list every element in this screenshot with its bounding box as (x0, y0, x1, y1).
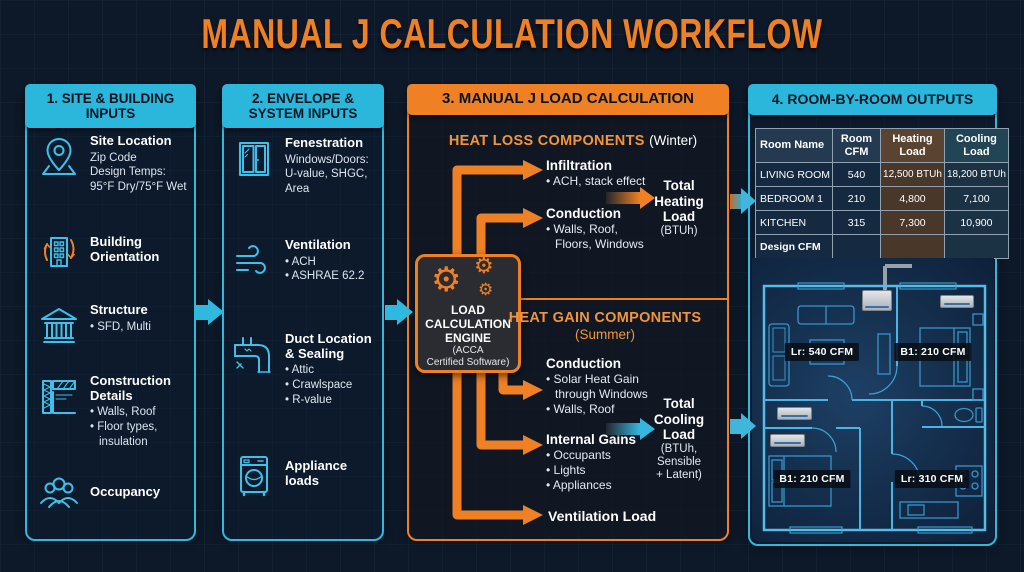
table-row: BEDROOM 1 210 4,800 7,100 (754, 186, 1009, 211)
heating-arrow-head (640, 187, 655, 209)
item-title: Structure (90, 302, 148, 317)
arrow-col1-col2-shaft (196, 305, 208, 320)
input-item-structure: Structure • SFD, Multi (36, 302, 192, 349)
construction-wall-section-icon (36, 374, 82, 420)
item-title: Duct Location & Sealing (285, 331, 372, 361)
table-row: LIVING ROOM 540 12,500 BTUh 18,200 BTUh (754, 162, 1009, 187)
input-item-duct-location: Duct Location & Sealing • Attic • Crawls… (231, 331, 381, 408)
table-row: KITCHEN 315 7,300 10,900 (754, 210, 1009, 235)
gears-icon: ⚙ ⚙ ⚙ (431, 253, 494, 299)
heat-gain-section-title: HEAT GAIN COMPONENTS (Summer) (508, 310, 702, 343)
conduction-winter-block: Conduction • Walls, Roof, Floors, Window… (546, 206, 644, 251)
room-cfm-label-bedroom-bottom: B1: 210 CFM (773, 470, 851, 488)
header-room-outputs: 4. ROOM-BY-ROOM OUTPUTS (748, 84, 997, 115)
item-title: Site Location (90, 133, 172, 148)
panel-envelope-system-inputs (222, 96, 384, 541)
arrow-col2-col3-head (397, 299, 413, 325)
page-title: MANUAL J CALCULATION WORKFLOW (201, 10, 823, 58)
conduction-summer-block: Conduction • Solar Heat Gain through Win… (546, 356, 648, 416)
cooling-arrow-head (640, 418, 655, 440)
internal-gains-block: Internal Gains • Occupants • Lights • Ap… (546, 432, 637, 492)
total-cooling-load: Total Cooling Load (BTUh, Sensible + Lat… (653, 396, 705, 481)
col-header-room-cfm: Room CFM (832, 128, 882, 163)
mini-split-unit-image (777, 407, 812, 420)
col-header-heating-load: Heating Load (880, 128, 945, 163)
mini-split-unit-image (770, 434, 805, 447)
room-outputs-table: Room Name Room CFM Heating Load Cooling … (754, 128, 1009, 259)
input-item-site-location: Site Location Zip Code Design Temps: 95°… (36, 133, 192, 195)
mini-split-unit-image (940, 295, 974, 308)
building-orientation-icon (36, 228, 82, 274)
heating-arrow-shaft (606, 192, 640, 204)
load-calculation-engine: ⚙ ⚙ ⚙ LOAD CALCULATION ENGINE (ACCA Cert… (415, 254, 521, 373)
cooling-arrow-shaft (606, 423, 640, 435)
room-cfm-label-living-bottom: Lr: 310 CFM (894, 470, 970, 488)
item-title: Building Orientation (90, 234, 160, 264)
room-cfm-label-living: Lr: 540 CFM (784, 343, 860, 361)
input-item-fenestration: Fenestration Windows/Doors: U-value, SHG… (231, 135, 381, 197)
header-load-calculation: 3. MANUAL J LOAD CALCULATION (407, 84, 729, 115)
col-header-room-name: Room Name (754, 128, 834, 163)
input-item-ventilation: Ventilation • ACH • ASHRAE 62.2 (231, 237, 381, 284)
total-heating-load: Total Heating Load (BTUh) (654, 178, 704, 237)
arrow-col2-col3-shaft (385, 305, 397, 320)
item-title: Fenestration (285, 135, 364, 150)
item-title: Ventilation (285, 237, 351, 252)
table-header-row: Room Name Room CFM Heating Load Cooling … (754, 128, 1009, 163)
outdoor-unit-image (862, 290, 892, 311)
structure-building-icon (36, 303, 82, 349)
window-icon (231, 136, 277, 182)
ventilation-load-block: Ventilation Load (548, 508, 657, 524)
input-item-construction-details: Construction Details • Walls, Roof • Flo… (36, 373, 192, 450)
appliance-washer-icon (231, 452, 277, 498)
header-envelope-system-inputs: 2. ENVELOPE & SYSTEM INPUTS (222, 84, 384, 128)
arrow-col3-col4-top-head (741, 188, 756, 214)
input-item-appliance-loads: Appliance loads (231, 452, 381, 498)
arrow-col3-col4-bottom-head (741, 413, 756, 439)
header-site-building-inputs: 1. SITE & BUILDING INPUTS (25, 84, 196, 128)
infiltration-block: Infiltration • ACH, stack effect (546, 158, 646, 188)
heat-loss-section-title: HEAT LOSS COMPONENTS (Winter) (448, 133, 698, 149)
item-title: Construction Details (90, 373, 171, 403)
col-header-cooling-load: Cooling Load (943, 128, 1009, 163)
wind-icon (231, 238, 277, 284)
input-item-building-orientation: Building Orientation (36, 228, 192, 274)
arrow-col1-col2-head (208, 299, 224, 325)
occupancy-people-icon (36, 470, 82, 516)
input-item-occupancy: Occupancy (36, 470, 192, 516)
room-cfm-label-bedroom-top: B1: 210 CFM (894, 343, 972, 361)
item-title: Occupancy (90, 483, 161, 499)
table-row-design-cfm: Design CFM (754, 234, 1009, 259)
season-divider (521, 298, 727, 300)
arrow-col3-col4-bottom-shaft (730, 419, 741, 434)
item-title: Appliance loads (285, 458, 348, 488)
floorplan: Lr: 540 CFM B1: 210 CFM B1: 210 CFM Lr: … (752, 258, 994, 542)
map-pin-icon (36, 134, 82, 180)
arrow-col3-col4-top-shaft (730, 194, 741, 209)
duct-icon (231, 332, 277, 378)
